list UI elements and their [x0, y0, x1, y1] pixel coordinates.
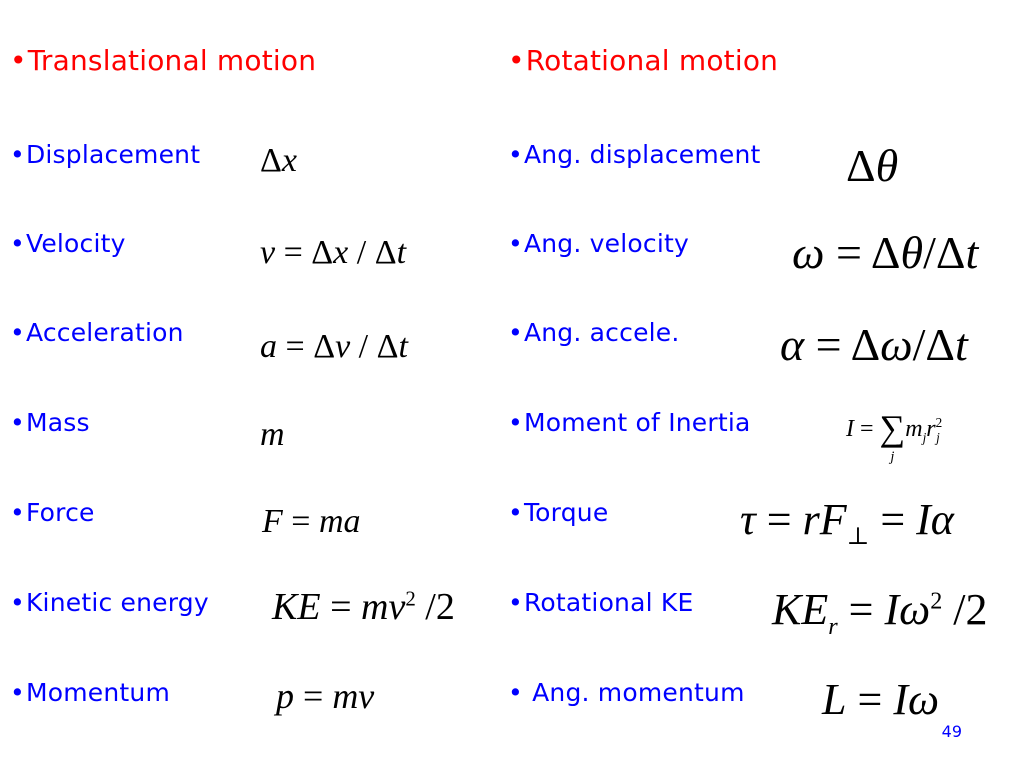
label-text: Velocity: [25, 229, 126, 258]
label-force: •Force: [10, 498, 95, 527]
right-heading: •Rotational motion: [508, 44, 778, 77]
label-ang-momentum: • Ang. momentum: [508, 678, 745, 707]
bullet: •: [508, 588, 523, 617]
label-text: Torque: [523, 498, 609, 527]
label-text: Displacement: [25, 140, 201, 169]
label-torque: •Torque: [508, 498, 608, 527]
bullet: •: [508, 498, 523, 527]
bullet: •: [10, 498, 25, 527]
label-displacement: •Displacement: [10, 140, 200, 169]
bullet: •: [10, 44, 27, 77]
bullet: •: [508, 408, 523, 437]
label-text: Ang. accele.: [523, 318, 680, 347]
bullet: •: [10, 588, 25, 617]
label-rotational-ke: •Rotational KE: [508, 588, 694, 617]
label-text: Momentum: [25, 678, 170, 707]
equation-torque: τ = rF⊥ = Iα: [740, 495, 954, 550]
right-heading-text: Rotational motion: [525, 44, 779, 77]
equation-ang-momentum: L = Iω: [822, 675, 940, 724]
equation-acceleration: a = Δv / Δt: [260, 328, 408, 365]
equation-velocity: v = Δx / Δt: [260, 234, 407, 271]
label-mass: •Mass: [10, 408, 90, 437]
bullet: •: [508, 140, 523, 169]
equation-kinetic-energy: KE = mv2 /2: [272, 586, 455, 628]
equation-rotational-ke: KEr = Iω2 /2: [772, 585, 988, 640]
label-momentum: •Momentum: [10, 678, 170, 707]
label-text: Acceleration: [25, 318, 184, 347]
bullet: •: [10, 229, 25, 258]
label-ang-velocity: •Ang. velocity: [508, 229, 689, 258]
label-text: Ang. velocity: [523, 229, 689, 258]
bullet: •: [508, 678, 523, 707]
label-velocity: •Velocity: [10, 229, 126, 258]
label-text: Kinetic energy: [25, 588, 209, 617]
left-heading-text: Translational motion: [27, 44, 317, 77]
left-heading: •Translational motion: [10, 44, 316, 77]
label-text: Force: [25, 498, 95, 527]
equation-momentum: p = mv: [276, 676, 375, 716]
equation-displacement: Δx: [260, 142, 297, 179]
bullet: •: [508, 229, 523, 258]
bullet: •: [508, 44, 525, 77]
equation-ang-velocity: ω = Δθ/Δt: [792, 227, 979, 278]
label-text: Rotational KE: [523, 588, 694, 617]
bullet: •: [508, 318, 523, 347]
label-text: Ang. displacement: [523, 140, 761, 169]
label-text: Mass: [25, 408, 90, 437]
bullet: •: [10, 318, 25, 347]
label-kinetic-energy: •Kinetic energy: [10, 588, 209, 617]
equation-force: F = ma: [262, 503, 361, 540]
equation-ang-displacement: Δθ: [846, 140, 899, 191]
label-ang-displacement: •Ang. displacement: [508, 140, 761, 169]
label-acceleration: •Acceleration: [10, 318, 184, 347]
label-text: Ang. momentum: [523, 678, 745, 707]
bullet: •: [10, 140, 25, 169]
page-number: 49: [941, 722, 962, 741]
bullet: •: [10, 408, 25, 437]
label-text: Moment of Inertia: [523, 408, 751, 437]
label-ang-acceleration: •Ang. accele.: [508, 318, 680, 347]
equation-mass: m: [260, 416, 285, 453]
label-moment-of-inertia: •Moment of Inertia: [508, 408, 751, 437]
equation-ang-acceleration: α = Δω/Δt: [780, 319, 968, 370]
bullet: •: [10, 678, 25, 707]
